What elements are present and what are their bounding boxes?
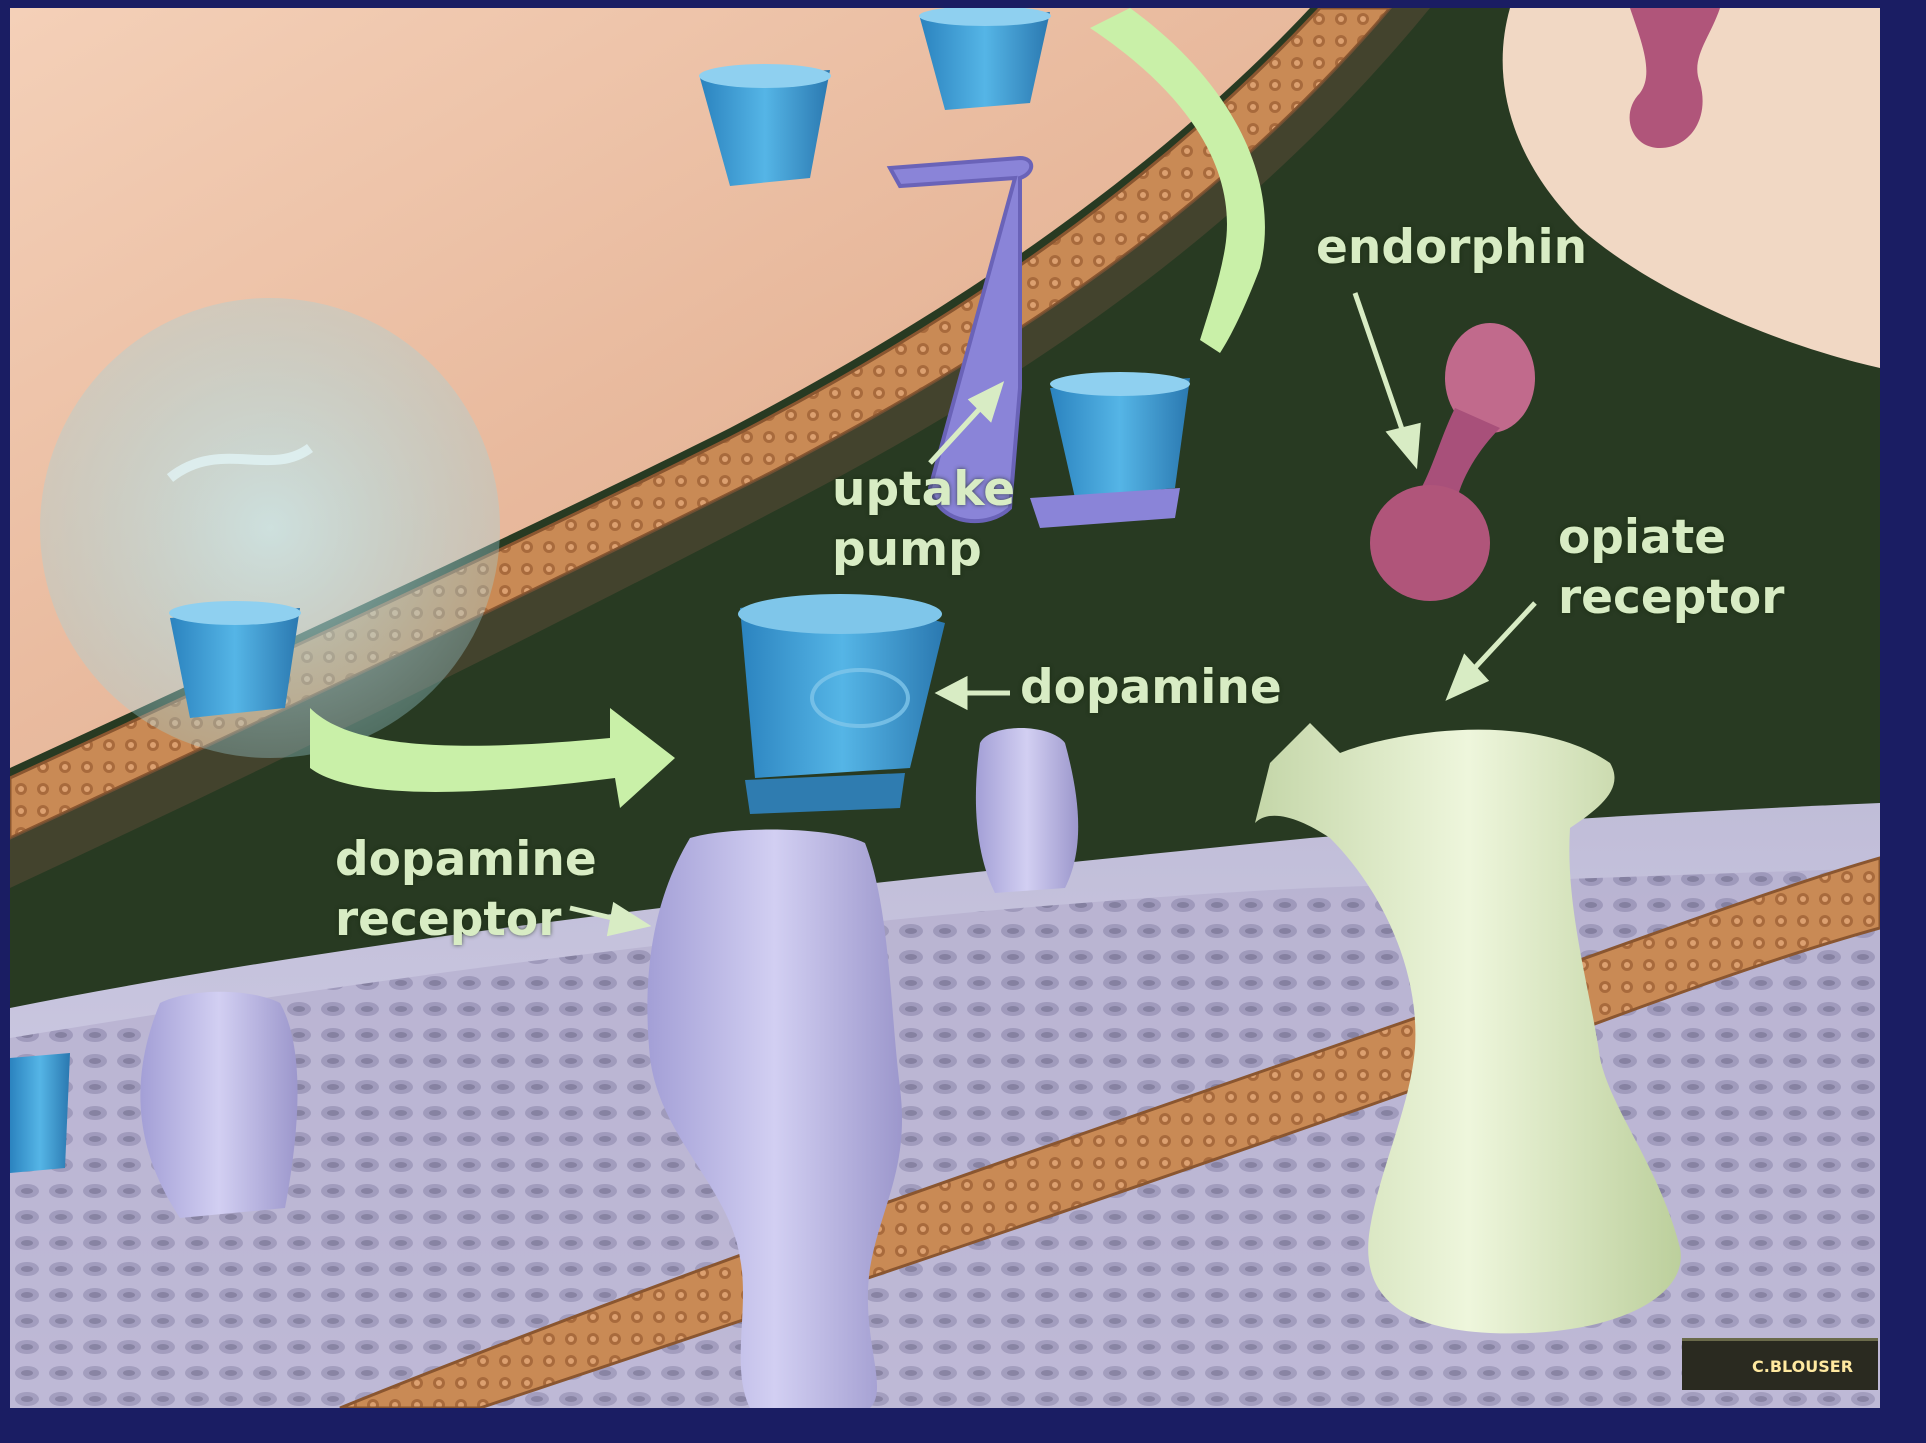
label-dopamine-receptor-line2: receptor [335, 890, 597, 950]
label-endorphin: endorphin [1316, 218, 1587, 278]
label-dopamine-receptor-line1: dopamine [335, 830, 597, 890]
dopamine-molecule [169, 601, 301, 718]
endorphin-molecule [1370, 323, 1535, 601]
label-uptake-pump-line1: uptake [832, 460, 1015, 520]
label-uptake-pump-line2: pump [832, 520, 1015, 580]
credit-plate: C.BLOUSER [1682, 1338, 1878, 1390]
dopamine-receptor-small [976, 728, 1078, 893]
synapse-illustration: endorphin uptake pump opiate receptor do… [10, 8, 1880, 1408]
label-opiate-receptor-line2: receptor [1558, 568, 1784, 628]
dopamine-molecule [10, 1053, 70, 1173]
label-uptake-pump: uptake pump [832, 460, 1015, 580]
label-opiate-receptor: opiate receptor [1558, 508, 1784, 628]
dopamine-molecule-main [738, 594, 945, 814]
label-dopamine-receptor: dopamine receptor [335, 830, 597, 950]
synapse-scene [10, 8, 1880, 1408]
label-dopamine: dopamine [1020, 658, 1282, 718]
label-opiate-receptor-line1: opiate [1558, 508, 1784, 568]
dopamine-receptor-left [140, 992, 297, 1218]
